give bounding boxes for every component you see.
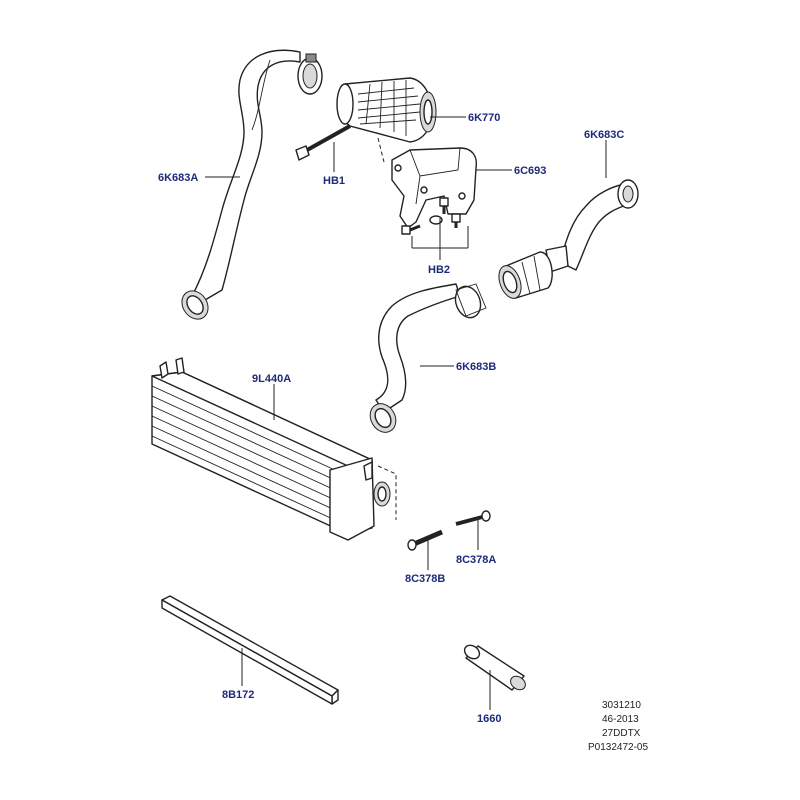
hose-clamp (305, 53, 317, 63)
reference-line-4: P0132472-05 (588, 742, 648, 753)
reference-line-2: 46-2013 (602, 714, 639, 725)
label-1660: 1660 (477, 713, 501, 725)
label-hb2: HB2 (428, 264, 450, 276)
strip-8b172 (161, 595, 339, 705)
hose-connector (498, 251, 553, 299)
reference-line-1: 3031210 (602, 700, 641, 711)
pin-8c378b (407, 529, 443, 551)
label-8b172: 8B172 (222, 689, 254, 701)
label-6k683a: 6K683A (158, 172, 198, 184)
label-6k683b: 6K683B (456, 361, 496, 373)
label-8c378b: 8C378B (405, 573, 445, 585)
sleeve-1660 (463, 644, 526, 691)
label-8c378a: 8C378A (456, 554, 496, 566)
leader-lines (205, 116, 607, 710)
reference-line-3: 27DDTX (602, 728, 641, 739)
label-6c693: 6C693 (514, 165, 546, 177)
bolt-hb1 (295, 124, 351, 161)
label-6k683c: 6K683C (584, 129, 624, 141)
bolts-hb2 (401, 197, 461, 235)
hose-6k683b (369, 283, 487, 433)
hose-6k683a (181, 49, 323, 320)
hose-6k683c (545, 179, 639, 273)
reference-block: 3031210 46-2013 27DDTX P0132472-05 (588, 700, 648, 753)
label-hb1: HB1 (323, 175, 345, 187)
pin-8c378a (455, 510, 491, 526)
label-6k770: 6K770 (468, 112, 500, 124)
label-9l440a: 9L440A (252, 373, 291, 385)
intercooler-9l440a (151, 357, 391, 541)
resonator-6k770 (336, 77, 437, 143)
